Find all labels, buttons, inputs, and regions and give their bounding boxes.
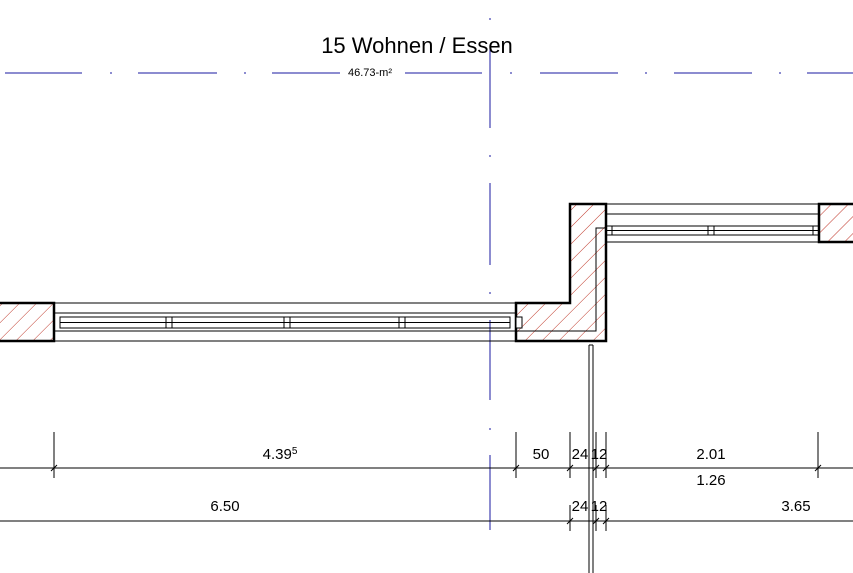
dim-window-right: 2.01 xyxy=(696,446,725,463)
dim-right-span: 1.26 xyxy=(696,472,725,489)
wall-stepped-corner xyxy=(514,202,608,343)
room-area: 46.73-m² xyxy=(348,67,392,79)
dim-left-total: 6.50 xyxy=(210,498,239,515)
dim-window-main: 4.395 xyxy=(263,446,298,463)
room-title: 15 Wohnen / Essen xyxy=(321,33,513,58)
window-main xyxy=(53,302,517,342)
wall-pier-left xyxy=(0,301,56,343)
dim-wall-12-row1: 12 xyxy=(591,446,608,463)
dim-step-offset: 50 xyxy=(533,446,550,463)
dim-wall-24-row3: 24 xyxy=(572,498,589,515)
dimension-row-1 xyxy=(0,432,853,478)
dim-wall-24-row1: 24 xyxy=(572,446,589,463)
wall-pier-right xyxy=(817,202,853,244)
window-upper-right xyxy=(605,203,820,243)
dimension-row-3 xyxy=(0,505,853,531)
dim-wall-12-row3: 12 xyxy=(591,498,608,515)
dim-right-total: 3.65 xyxy=(781,498,810,515)
thin-partition xyxy=(588,344,594,573)
